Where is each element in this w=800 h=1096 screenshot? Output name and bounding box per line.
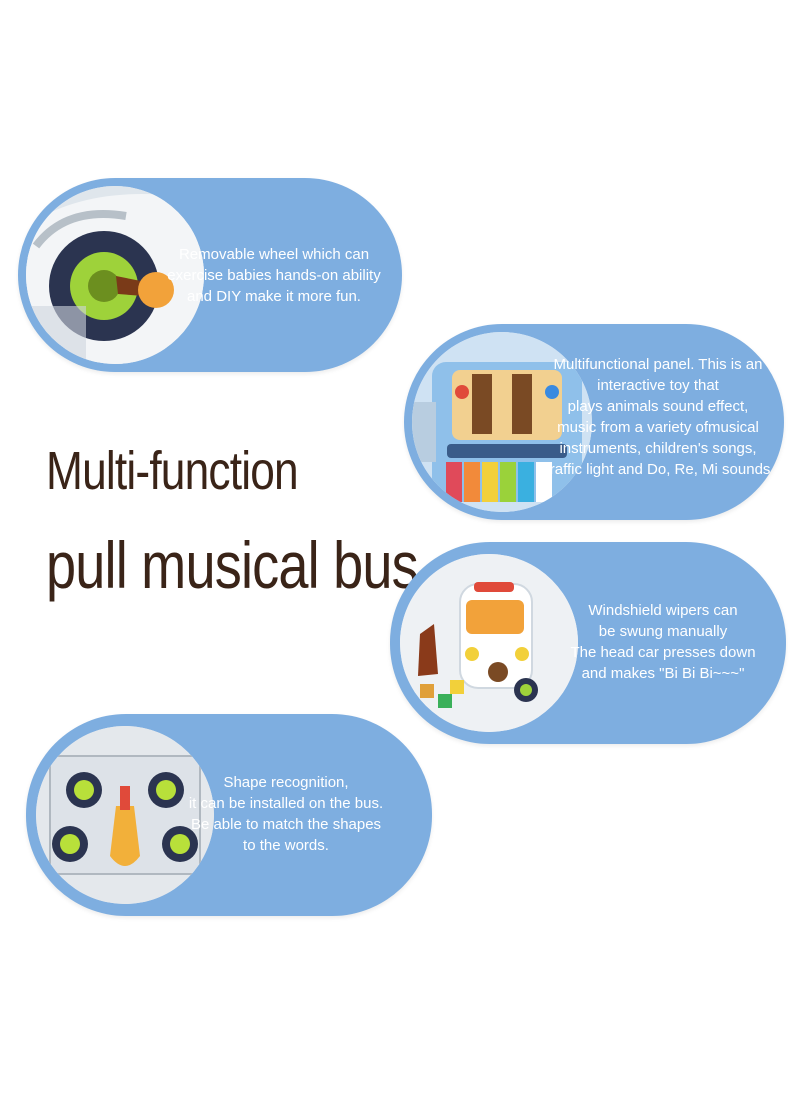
feature-text-shapes: Shape recognition, it can be installed o…	[188, 774, 384, 854]
heading-line-2: pull musical bus	[46, 528, 419, 602]
feature-text-wheel: Removable wheel which can exercise babie…	[167, 246, 381, 305]
feature-text-panel: Multifunctional panel. This is an intera…	[545, 356, 771, 478]
feature-card-wheel: Removable wheel which can exercise babie…	[18, 178, 402, 372]
feature-text-bus: Windshield wipers can be swung manually …	[570, 602, 756, 682]
feature-card-panel: Multifunctional panel. This is an intera…	[404, 324, 784, 520]
shape-wheels-icon	[36, 726, 214, 904]
wheel-icon	[26, 186, 204, 364]
heading-line-1: Multi-function	[46, 441, 299, 501]
feature-card-bus: Windshield wipers can be swung manually …	[390, 542, 786, 744]
bus-icon	[400, 554, 578, 732]
feature-card-shapes: Shape recognition, it can be installed o…	[26, 714, 432, 916]
piano-panel-icon	[412, 332, 592, 512]
